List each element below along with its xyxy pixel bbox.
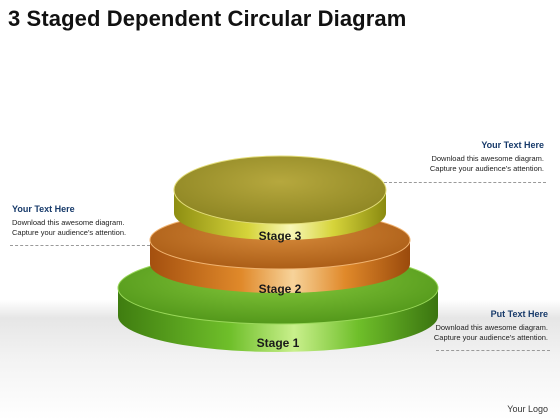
left-callout-heading: Your Text Here [12, 204, 75, 214]
top-right-callout-heading: Your Text Here [481, 140, 544, 150]
left-callout: Your Text Here Download this awesome dia… [12, 204, 126, 239]
bottom-right-callout-heading: Put Text Here [490, 309, 548, 319]
page-title: 3 Staged Dependent Circular Diagram [8, 6, 407, 31]
bottom-right-callout-connector [436, 350, 550, 351]
left-callout-line-2: Capture your audience’s attention. [12, 228, 127, 237]
top-right-callout: Your Text Here Download this awesome dia… [430, 140, 544, 175]
stage-1-label: Stage 1 [257, 336, 300, 350]
bottom-right-callout-line-1: Download this awesome diagram. [435, 322, 548, 332]
logo-text: Your Logo [507, 404, 548, 414]
stage-3-disc: Stage 3 [173, 155, 387, 243]
left-callout-connector [10, 245, 150, 246]
top-right-callout-line-1: Download this awesome diagram. [431, 153, 544, 163]
stage-2-label: Stage 2 [259, 282, 302, 296]
bottom-right-callout: Put Text Here Download this awesome diag… [434, 309, 548, 344]
bottom-right-callout-line-2: Capture your audience’s attention. [433, 333, 548, 342]
top-right-callout-connector [384, 182, 546, 183]
top-right-callout-line-2: Capture your audience’s attention. [429, 164, 544, 173]
stage-3-label: Stage 3 [259, 229, 302, 243]
left-callout-line-1: Download this awesome diagram. [12, 217, 125, 227]
